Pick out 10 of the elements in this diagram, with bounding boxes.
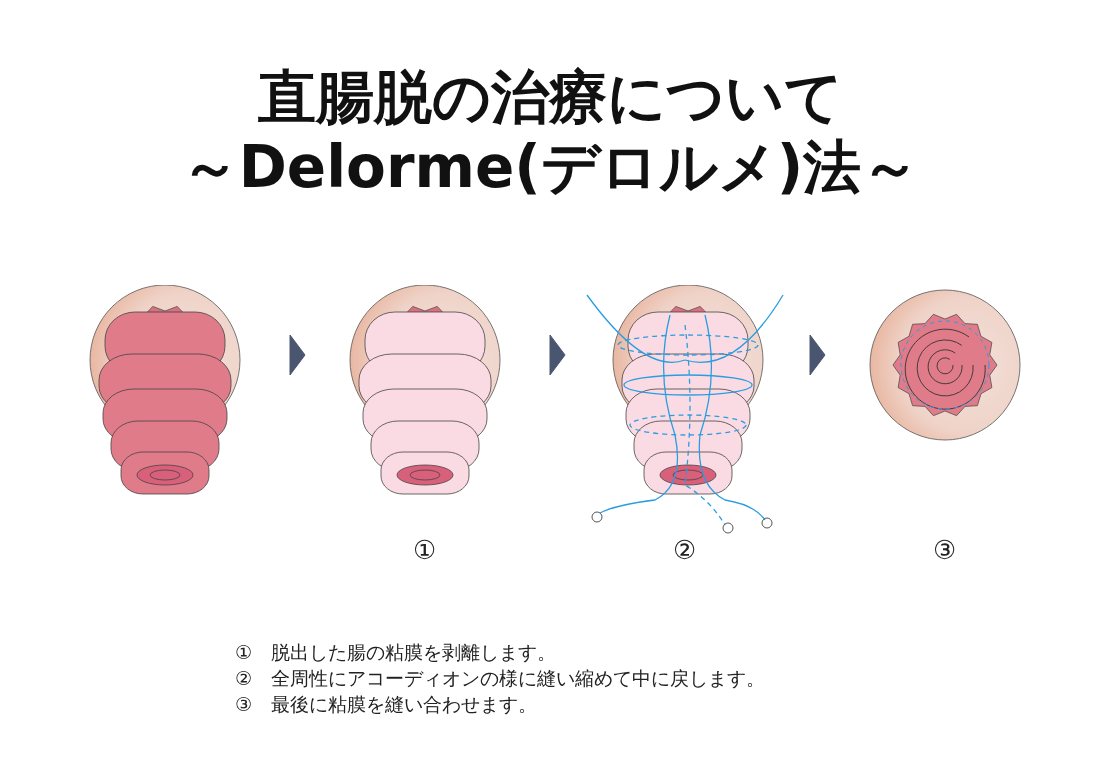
step-number: ① <box>413 535 437 565</box>
step-note: ② 全周性にアコーディオンの様に縫い縮めて中に戻します。 <box>235 666 766 691</box>
step-note: ① 脱出した腸の粘膜を剥離します。 <box>235 640 557 665</box>
chevron-arrow <box>549 334 566 376</box>
step-note: ③ 最後に粘膜を縫い合わせます。 <box>235 692 538 717</box>
chevron-arrow <box>289 334 306 376</box>
chevron-arrow <box>809 334 826 376</box>
title: 直腸脱の治療について～Delorme(デロルメ)法～ <box>179 62 921 202</box>
step-number: ② <box>673 535 697 565</box>
step-number: ③ <box>933 535 957 565</box>
